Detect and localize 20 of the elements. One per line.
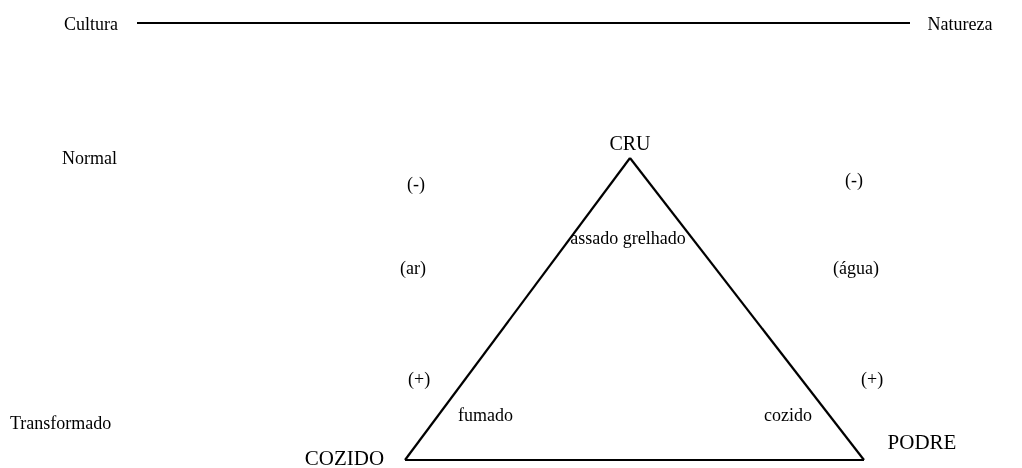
vertex-label: COZIDO bbox=[284, 445, 405, 468]
diagram-label: (+) bbox=[408, 369, 431, 390]
connector-line bbox=[137, 21, 910, 25]
vertex-label: Natureza bbox=[910, 10, 1010, 38]
diagram-label: (ar) bbox=[400, 258, 426, 279]
diagram-label: (+) bbox=[861, 369, 884, 390]
vertex-label: CRU bbox=[600, 128, 660, 158]
connector-line bbox=[629, 157, 865, 461]
diagram-label: fumado bbox=[458, 405, 513, 426]
diagram-label: Transformado bbox=[10, 413, 112, 434]
vertex-label: PODRE bbox=[864, 428, 980, 456]
connector-line bbox=[404, 157, 631, 461]
diagram-label: (-) bbox=[407, 174, 425, 195]
diagram-label: cozido bbox=[764, 405, 812, 426]
vertex-label: Cultura bbox=[45, 10, 137, 38]
diagram-label: Normal bbox=[62, 148, 117, 169]
diagram-label: (água) bbox=[833, 258, 879, 279]
diagram-label: (-) bbox=[845, 170, 863, 191]
connector-line bbox=[405, 458, 864, 462]
diagram-label: assado grelhado bbox=[569, 227, 687, 250]
